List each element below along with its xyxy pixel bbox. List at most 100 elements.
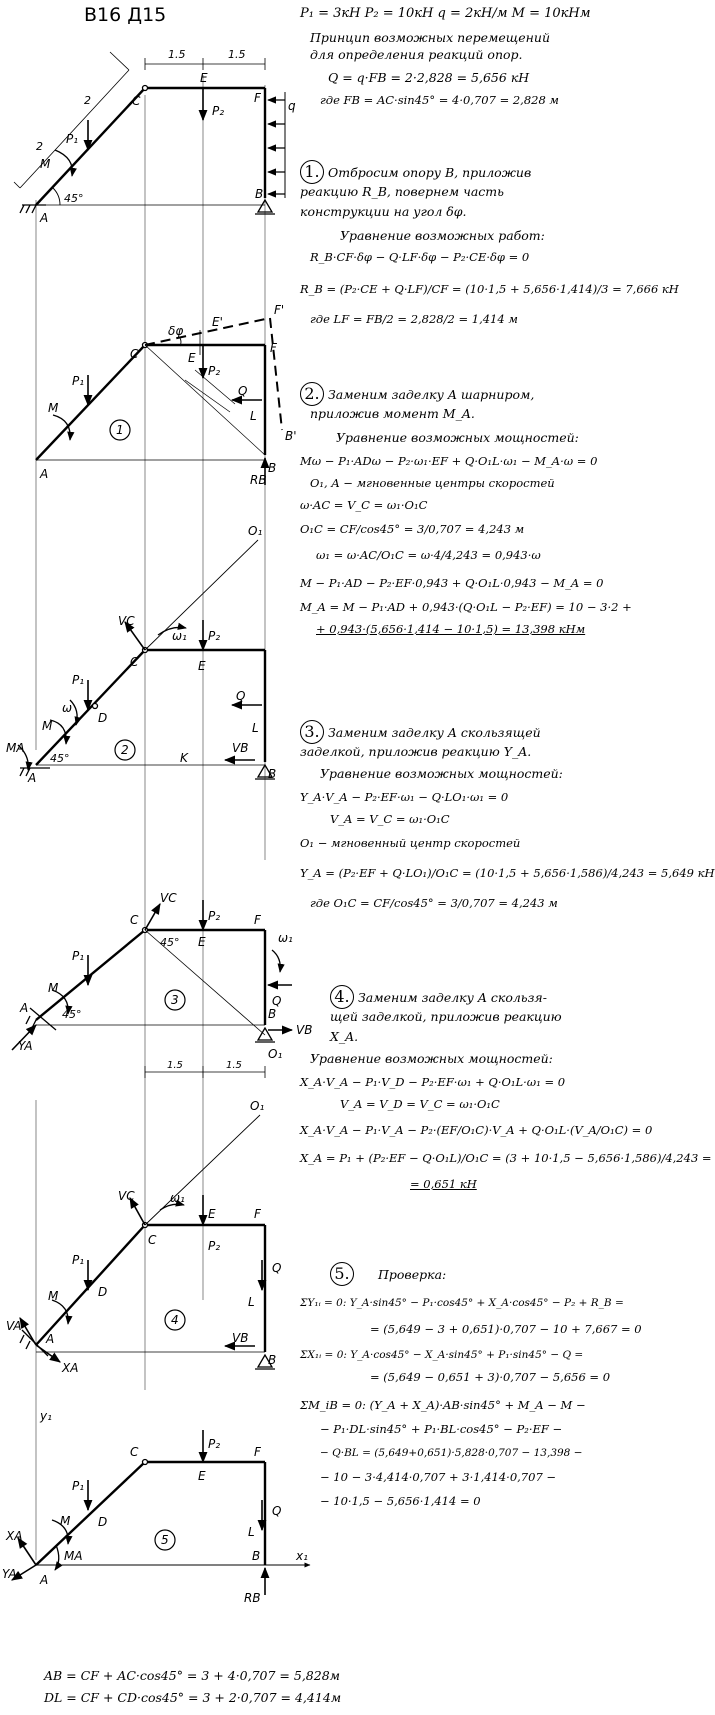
s4-line: X_A = P₁ + (P₂·EF − Q·O₁L)/O₁C = (3 + 10…	[300, 1151, 712, 1165]
label-E5: E	[198, 1469, 206, 1483]
solution-sheet: В16 Д15	[2, 4, 715, 1705]
label-B1: B	[268, 461, 276, 475]
section-number: 5.	[330, 1262, 354, 1286]
intro-line: Принцип возможных перемещений	[310, 30, 550, 45]
s1-line: Отбросим опору B, приложив	[328, 165, 532, 180]
figure-5	[11, 1430, 311, 1595]
label-A4: A	[45, 1332, 54, 1346]
label-P1-3: P₁	[72, 949, 84, 963]
label-Q5: Q	[272, 1504, 281, 1518]
dim-15b: 1.5	[228, 48, 246, 61]
label-Q3: Q	[272, 994, 281, 1008]
s5-line: = (5,649 − 3 + 0,651)·0,707 − 10 + 7,667…	[370, 1322, 642, 1336]
s1-line: Уравнение возможных работ:	[340, 228, 545, 243]
s5-line: ΣM_iB = 0: (Y_A + X_A)·AB·sin45° + M_A −…	[300, 1398, 586, 1412]
label-M0: M	[40, 157, 51, 171]
label-XA5: XA	[5, 1529, 22, 1543]
label-Q2: Q	[236, 689, 245, 703]
label-y1: y₁	[39, 1409, 52, 1423]
label-Q4: Q	[272, 1261, 281, 1275]
s5-line: − P₁·DL·sin45° + P₁·BL·cos45° − P₂·EF −	[320, 1422, 563, 1436]
label-VB3: VB	[296, 1023, 312, 1037]
s1-line: R_B·CF·δφ − Q·LF·δφ − P₂·CE·δφ = 0	[310, 250, 530, 264]
label-L1: L	[250, 409, 257, 423]
label-YA5: YA	[2, 1567, 17, 1581]
label-M3: M	[48, 981, 59, 995]
s2-line: приложив момент M_A.	[310, 406, 475, 421]
dim-15c: 1.5	[167, 1060, 183, 1071]
label-D5: D	[98, 1515, 107, 1529]
label-B3: B	[268, 1007, 276, 1021]
label-B0: B	[255, 187, 263, 201]
label-VC2: VC	[118, 614, 135, 628]
label-P2-3: P₂	[208, 909, 220, 923]
label-VC4: VC	[118, 1189, 135, 1203]
label-O1-4: O₁	[250, 1099, 264, 1113]
given-values: P₁ = 3кН P₂ = 10кН q = 2кН/м M = 10кНм	[300, 6, 591, 21]
label-C0: C	[132, 94, 141, 108]
label-VA4: VA	[6, 1319, 22, 1333]
section-number: 3.	[300, 720, 324, 744]
label-P1-4: P₁	[72, 1253, 84, 1267]
s3-line: V_A = V_C = ω₁·O₁C	[330, 812, 450, 826]
label-A5: A	[39, 1573, 48, 1587]
s4-line: X_A·V_A − P₁·V_D − P₂·EF·ω₁ + Q·O₁L·ω₁ =…	[300, 1075, 566, 1089]
label-45-2: 45°	[50, 752, 70, 765]
bottom-line: DL = CF + CD·cos45° = 3 + 2·0,707 = 4,41…	[44, 1690, 342, 1705]
figures-canvas: A B C E F P₂ P₁ M q 45° 1.5 1.5 2 2 A B …	[2, 48, 312, 1605]
label-RB5: RB	[244, 1591, 261, 1605]
label-45-3b: 45°	[62, 1008, 82, 1021]
intro-line: для определения реакций опор.	[310, 47, 523, 62]
s1-line: где LF = FB/2 = 2,828/2 = 1,414 м	[310, 312, 518, 326]
label-M2: M	[42, 719, 53, 733]
figure-labels: A B C E F P₂ P₁ M q 45° 1.5 1.5 2 2 A B …	[2, 48, 312, 1605]
label-Fp: F'	[274, 303, 284, 317]
s4-line: Уравнение возможных мощностей:	[310, 1051, 553, 1066]
label-P2-0: P₂	[212, 104, 224, 118]
label-w1-2: ω₁	[172, 629, 187, 643]
label-O1-3: O₁	[268, 1047, 282, 1061]
s5-title: Проверка:	[378, 1267, 447, 1282]
label-XA4: XA	[61, 1361, 78, 1375]
section-number: 4.	[330, 985, 354, 1009]
label-P2-4: P₂	[208, 1239, 220, 1253]
label-45-0: 45°	[64, 192, 84, 205]
circle-num-3: 3	[171, 993, 179, 1007]
label-P2-1: P₂	[208, 364, 220, 378]
variant-header: В16 Д15	[84, 4, 167, 26]
label-D2: D	[98, 711, 107, 725]
label-MA2: MA	[6, 741, 25, 755]
s5-line: ΣY₁ᵢ = 0: Y_A·sin45° − P₁·cos45° + X_A·c…	[300, 1297, 624, 1309]
intro-line: где FB = AC·sin45° = 4·0,707 = 2,828 м	[320, 93, 559, 107]
s5-line: ΣX₁ᵢ = 0: Y_A·cos45° − X_A·sin45° + P₁·s…	[300, 1349, 584, 1361]
label-VC3: VC	[160, 891, 177, 905]
s2-line: O₁, A − мгновенные центры скоростей	[310, 476, 555, 490]
label-L4: L	[248, 1295, 255, 1309]
s5-line: − 10·1,5 − 5,656·1,414 = 0	[320, 1494, 481, 1508]
label-Q1: Q	[238, 384, 247, 398]
s4-line: X_A·V_A − P₁·V_A − P₂·(EF/O₁C)·V_A + Q·O…	[300, 1123, 653, 1137]
label-P1-1: P₁	[72, 374, 84, 388]
label-w1-3: ω₁	[278, 931, 293, 945]
dim-15a: 1.5	[168, 48, 186, 61]
s4-line: V_A = V_D = V_C = ω₁·O₁C	[340, 1097, 500, 1111]
label-Ep: E'	[212, 315, 223, 329]
label-E2: E	[198, 659, 206, 673]
label-C4: C	[148, 1233, 157, 1247]
label-E0: E	[200, 71, 208, 85]
s5-line: = (5,649 − 0,651 + 3)·0,707 − 5,656 = 0	[370, 1370, 611, 1384]
label-F4: F	[254, 1207, 262, 1221]
label-RB1: RB	[250, 473, 267, 487]
label-VB4: VB	[232, 1331, 248, 1345]
s1-line: конструкции на угол δφ.	[300, 204, 467, 219]
label-C5: C	[130, 1445, 139, 1459]
label-E4: E	[208, 1207, 216, 1221]
label-C3: C	[130, 913, 139, 927]
label-M4: M	[48, 1289, 59, 1303]
figure-original	[13, 51, 286, 215]
label-M5: M	[60, 1514, 71, 1528]
label-C2: C	[130, 655, 139, 669]
dim-15d: 1.5	[226, 1060, 242, 1071]
label-Bp: B'	[285, 429, 297, 443]
label-O1-2: O₁	[248, 524, 262, 538]
